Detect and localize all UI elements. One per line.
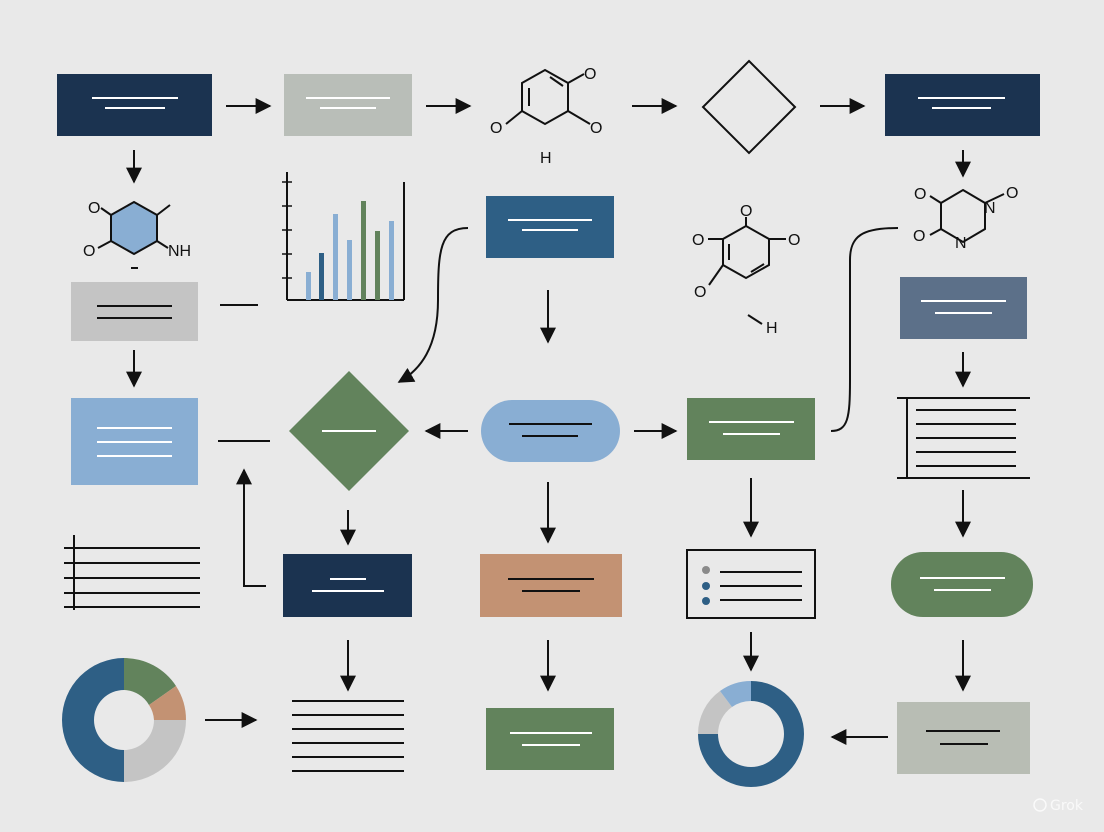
decision-diamond-green (289, 371, 409, 491)
node-rect (900, 277, 1027, 339)
box-navy-top-left (57, 74, 212, 136)
bar (389, 221, 394, 300)
bar (333, 214, 338, 300)
atom-label: O (88, 200, 100, 217)
node-pill (481, 400, 620, 462)
box-navy-top-right (885, 74, 1040, 136)
node-rect (57, 74, 212, 136)
bar (319, 253, 324, 300)
bullet-dot (702, 566, 710, 574)
atom-label: H (766, 320, 778, 337)
atom-label: O (490, 120, 502, 137)
molecule-3: O O O O H (692, 203, 800, 337)
elbow-arrow-up (236, 468, 266, 587)
box-blue-center (486, 196, 614, 258)
node-rect (486, 196, 614, 258)
node-rect (284, 74, 412, 136)
donut-slice (720, 681, 751, 707)
box-navy-lower (283, 554, 412, 617)
donut-chart-right (697, 681, 804, 787)
atom-label: N (984, 200, 996, 217)
atom-label: O (694, 284, 706, 301)
node-rect (885, 74, 1040, 136)
box-green-bottom (486, 708, 614, 770)
node-pill (891, 552, 1033, 617)
atom-label: O (788, 232, 800, 249)
atom-label: O (590, 120, 602, 137)
donut-slice (697, 691, 732, 734)
bar (347, 240, 352, 300)
donut-slice (124, 720, 186, 782)
atom-label: O (1006, 185, 1018, 202)
node-rect (686, 549, 816, 619)
atom-label: O (584, 66, 596, 83)
watermark-icon (1033, 798, 1047, 812)
atom-label: O (83, 243, 95, 260)
box-tan-center (480, 554, 622, 617)
node-rect (71, 282, 198, 341)
molecule-1: O O O H (490, 66, 602, 167)
curved-arrow (397, 227, 469, 383)
watermark-text: Grok (1050, 798, 1084, 814)
bar (361, 201, 366, 300)
atom-label: O (913, 228, 925, 245)
bar (306, 272, 311, 300)
pill-green-right (891, 552, 1033, 617)
atom-label: O (740, 203, 752, 220)
box-sage-bottom-right (897, 702, 1030, 774)
atom-label: NH (168, 243, 191, 260)
list-lines-lower (292, 700, 404, 772)
box-lightgray-left (71, 282, 198, 341)
box-lightblue-left (71, 398, 198, 485)
bar-chart-graphic (282, 172, 405, 301)
donut-chart-left (62, 657, 187, 782)
node-rect (480, 554, 622, 617)
pill-lightblue-center (481, 400, 620, 462)
node-rect (687, 398, 815, 460)
bullet-dot (702, 582, 710, 590)
molecule-2: O O NH (83, 200, 191, 269)
atom-label: O (692, 232, 704, 249)
bar (375, 231, 380, 300)
decision-diamond-outline (701, 59, 797, 155)
donut-slice (698, 681, 804, 787)
box-gray-top (284, 74, 412, 136)
molecule-4: O N O O N (913, 185, 1018, 252)
atom-label: H (540, 150, 552, 167)
atom-label: N (955, 235, 967, 252)
watermark: Grok (1033, 798, 1084, 814)
document-lines-right (897, 397, 1030, 479)
curved-connector (830, 227, 899, 432)
bullet-dot (702, 597, 710, 605)
donut-slice (62, 658, 124, 782)
atom-label: O (914, 186, 926, 203)
node-rect (283, 554, 412, 617)
box-slate-right (900, 277, 1027, 339)
list-card-bullets (686, 549, 816, 619)
node-rect (486, 708, 614, 770)
node-rect (897, 702, 1030, 774)
list-lines-left (64, 535, 200, 610)
box-green-mid (687, 398, 815, 460)
donut-slice (124, 657, 176, 705)
donut-slice (149, 686, 187, 720)
